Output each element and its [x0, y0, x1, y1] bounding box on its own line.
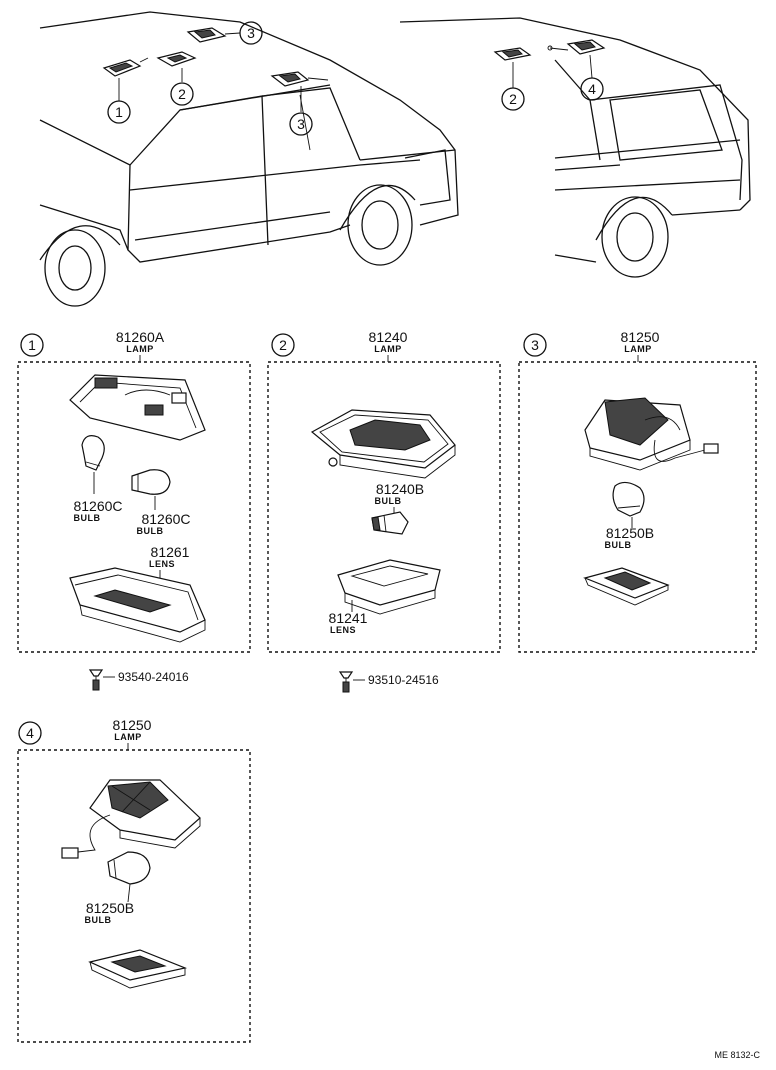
part-81260C-number-1: 81260C — [73, 498, 122, 514]
bulb-81260C-left — [81, 435, 105, 494]
group-2: 2 81240 LAMP 81240B BULB 81241 LENS — [267, 329, 501, 653]
group-1-callout: 1 — [28, 337, 36, 353]
part-81250B-number-4: 81250B — [86, 900, 134, 916]
part-81260C-label-2: BULB — [137, 526, 164, 536]
callout-1-label: 1 — [115, 104, 123, 120]
group-1-lamp-label: LAMP — [126, 344, 154, 354]
bulb-81240B-drawing — [371, 511, 409, 535]
sedan-illustration — [39, 11, 459, 307]
callout-3-label: 3 — [247, 25, 255, 41]
lamp-81250-drawing-3 — [584, 397, 719, 471]
callout-3-sedan-rear: 3 — [289, 112, 313, 136]
lens-81241-drawing — [337, 559, 441, 615]
group-1: 1 81260A LAMP 81260C BULB 81260C BULB 81… — [17, 329, 251, 653]
lamp-81260A-drawing — [69, 374, 206, 441]
group-3-lamp-number: 81250 — [621, 329, 660, 345]
part-81260C-label-1: BULB — [74, 513, 101, 523]
bulb-81250B-drawing-4 — [107, 851, 151, 903]
bulb-81260C-right — [131, 469, 171, 510]
group-2-box — [267, 361, 501, 653]
lens-drawing-3 — [583, 567, 670, 606]
part-81240B-label: BULB — [375, 496, 402, 506]
screw-93510-24516: 93510-24516 — [338, 671, 439, 693]
callout-3-sedan-roof: 3 — [239, 21, 263, 45]
callout-4-label: 4 — [588, 81, 596, 97]
part-81250B-label-4: BULB — [85, 915, 112, 925]
part-81240B-number: 81240B — [376, 481, 424, 497]
part-81250B-number-3: 81250B — [606, 525, 654, 541]
screw-93540-24016-label: 93540-24016 — [118, 670, 189, 684]
group-4: 4 81250 LAMP 81250B BULB — [17, 717, 251, 1043]
group-3-lamp-label: LAMP — [624, 344, 652, 354]
bulb-81250B-drawing-3 — [612, 481, 645, 528]
group-4-box — [17, 749, 251, 1043]
lamp-81250-drawing-4 — [61, 779, 201, 859]
part-81241-number: 81241 — [329, 610, 368, 626]
lens-drawing-4 — [88, 949, 188, 989]
group-3-box — [518, 361, 757, 653]
group-4-lamp-number: 81250 — [113, 717, 152, 733]
wagon-illustration — [399, 17, 751, 278]
part-81260C-number-2: 81260C — [141, 511, 190, 527]
group-4-lamp-label: LAMP — [114, 732, 142, 742]
part-81250B-label-3: BULB — [605, 540, 632, 550]
callout-4-wagon: 4 — [580, 77, 604, 101]
group-2-callout: 2 — [279, 337, 287, 353]
lamp-81240-drawing — [310, 409, 456, 479]
callout-1-sedan: 1 — [107, 100, 131, 124]
part-81261-number: 81261 — [151, 544, 190, 560]
callout-2-label: 2 — [178, 86, 186, 102]
diagram-code: ME 8132-C — [714, 1050, 760, 1060]
screw-93540-24016: 93540-24016 — [88, 669, 189, 691]
part-81261-label: LENS — [149, 559, 175, 569]
callout-3-label: 3 — [297, 116, 305, 132]
group-1-lamp-number: 81260A — [116, 329, 165, 345]
callout-2-wagon: 2 — [501, 87, 525, 111]
group-1-box — [17, 361, 251, 653]
part-81241-label: LENS — [330, 625, 356, 635]
top-callouts: 1 2 3 3 2 4 — [107, 21, 604, 136]
group-2-lamp-number: 81240 — [369, 329, 408, 345]
screw-93510-24516-label: 93510-24516 — [368, 673, 439, 687]
group-3-callout: 3 — [531, 337, 539, 353]
callout-2-sedan: 2 — [170, 82, 194, 106]
group-4-callout: 4 — [26, 725, 34, 741]
group-3: 3 81250 LAMP 81250B BULB — [518, 329, 757, 653]
lens-81261-drawing — [69, 567, 206, 643]
group-2-lamp-label: LAMP — [374, 344, 402, 354]
callout-2-label: 2 — [509, 91, 517, 107]
